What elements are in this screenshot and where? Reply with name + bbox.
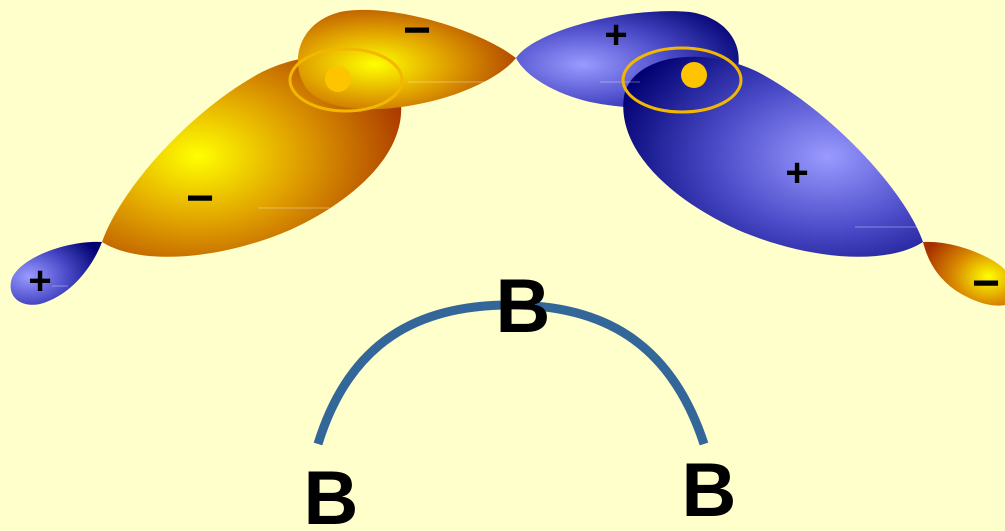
left-overlap-outline	[288, 47, 404, 113]
lobe-axis-lines	[52, 81, 920, 287]
left-upper-lobe	[297, 9, 516, 110]
right-small-lobe-sign: −	[972, 257, 1000, 310]
left-hybrid-orbital	[10, 55, 402, 305]
atom-label-bottom-right: B	[682, 448, 737, 531]
right-hybrid-orbital	[623, 56, 1005, 306]
left-small-lobe	[10, 241, 102, 305]
bond-arc	[313, 300, 709, 446]
left-electron-dot	[325, 66, 351, 92]
atom-label-top: B	[496, 264, 551, 349]
right-upper-lobe-sign: +	[604, 13, 627, 57]
left-upper-lobe-sign: −	[403, 4, 431, 57]
atom-label-bottom-left: B	[304, 456, 359, 531]
right-overlap-outline	[621, 46, 743, 114]
left-large-lobe	[102, 55, 402, 257]
right-electron-dot	[681, 62, 707, 88]
right-small-lobe	[923, 241, 1005, 306]
left-large-lobe-sign: −	[186, 172, 214, 225]
right-large-lobe	[623, 56, 923, 257]
right-large-lobe-sign: +	[785, 151, 808, 195]
left-small-lobe-sign: +	[28, 259, 51, 303]
